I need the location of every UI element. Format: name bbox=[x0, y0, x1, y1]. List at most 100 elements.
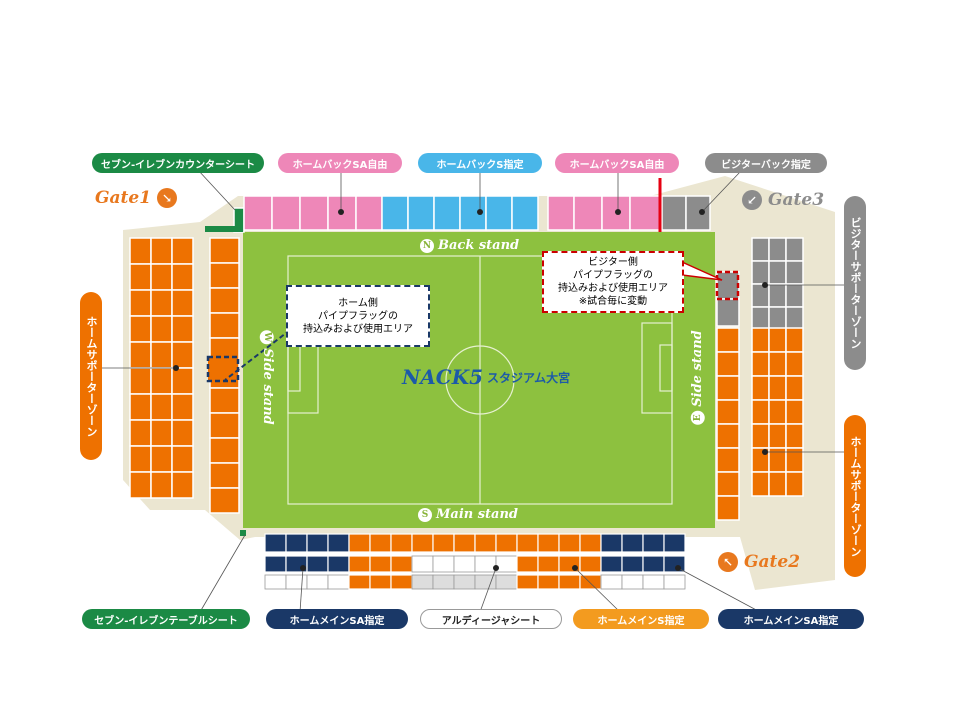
seat-block bbox=[558, 533, 581, 553]
seat-block bbox=[785, 351, 804, 377]
seat-block bbox=[716, 399, 740, 425]
seat-block bbox=[150, 315, 173, 343]
home-main-sa-right-label: ホームメインSA指定 bbox=[718, 609, 864, 629]
seat-block bbox=[768, 327, 787, 353]
seat-block bbox=[716, 447, 740, 473]
visitor-callout-line-1: ビジター側 bbox=[588, 257, 638, 268]
seat-block bbox=[432, 574, 455, 590]
seat-block bbox=[579, 555, 602, 573]
seat-block bbox=[171, 445, 194, 473]
home-main-sa-left-label: ホームメインSA指定 bbox=[266, 609, 408, 629]
seat-block bbox=[327, 574, 350, 590]
seat-block bbox=[209, 412, 240, 439]
leader-dots bbox=[173, 209, 768, 571]
seat-block bbox=[171, 315, 194, 343]
stadium-logo: NACK5 スタジアム大宮 bbox=[402, 365, 570, 389]
seven-table-seat-label: セブン-イレブンテーブルシート bbox=[82, 609, 250, 629]
visitor-callout-line-2: パイプフラッグの bbox=[573, 270, 653, 281]
seat-block bbox=[171, 263, 194, 291]
seat-block bbox=[785, 423, 804, 449]
seat-block bbox=[150, 341, 173, 369]
seat-block bbox=[768, 283, 787, 308]
seat-block bbox=[150, 393, 173, 421]
seat-block bbox=[285, 533, 308, 553]
arrow-up-left-icon: ↖ bbox=[718, 552, 738, 572]
seat-block bbox=[129, 367, 152, 395]
gate3-label: Gate3 bbox=[768, 190, 825, 210]
seat-block bbox=[369, 533, 392, 553]
seat-block bbox=[751, 327, 770, 353]
seat-block bbox=[495, 533, 518, 553]
seat-block bbox=[579, 574, 602, 590]
seat-block bbox=[129, 237, 152, 265]
seat-block bbox=[537, 574, 560, 590]
seat-block bbox=[209, 487, 240, 514]
seat-block bbox=[171, 237, 194, 265]
seat-block bbox=[306, 555, 329, 573]
home-callout-line-3: 持込みおよび使用エリア bbox=[303, 323, 413, 335]
seat-block bbox=[751, 399, 770, 425]
seat-block bbox=[600, 555, 623, 573]
seat-block bbox=[785, 260, 804, 285]
logo-text: スタジアム大宮 bbox=[487, 370, 571, 385]
home-callout-line-1: ホーム側 bbox=[338, 297, 378, 309]
seat-block bbox=[327, 533, 350, 553]
home-back-sa-right-label: ホームバックSA自由 bbox=[555, 153, 679, 173]
back-stand-text: Back stand bbox=[438, 238, 520, 253]
seat-block bbox=[348, 533, 371, 553]
seat-block bbox=[751, 351, 770, 377]
seat-block bbox=[516, 533, 539, 553]
seat-block bbox=[390, 533, 413, 553]
back-stand-letter: N bbox=[420, 238, 434, 253]
visitor-pipe-flag-callout: ビジター側 パイプフラッグの 持込みおよび使用エリア ※試合毎に変動 bbox=[542, 251, 684, 313]
home-supporter-zone-west-label: ホームサポーターゾーン bbox=[80, 292, 102, 460]
west-stand-label: W Side stand bbox=[260, 330, 275, 425]
west-stand-letter: W bbox=[260, 330, 275, 345]
seat-block bbox=[129, 445, 152, 473]
seat-block bbox=[716, 471, 740, 497]
seat-block bbox=[579, 533, 602, 553]
seat-block bbox=[432, 555, 455, 573]
seat-block bbox=[453, 555, 476, 573]
seat-block bbox=[768, 260, 787, 285]
seat-block bbox=[348, 555, 371, 573]
arrow-down-left-icon: ↙ bbox=[742, 190, 762, 210]
gate2-label: Gate2 bbox=[744, 552, 801, 572]
seat-block bbox=[390, 574, 413, 590]
seat-block bbox=[716, 375, 740, 401]
seat-block bbox=[785, 237, 804, 262]
seat-block bbox=[785, 375, 804, 401]
seat-block bbox=[516, 555, 539, 573]
east-stand-inner-seats bbox=[716, 271, 740, 521]
seat-block bbox=[129, 471, 152, 499]
main-stand-label: S Main stand bbox=[418, 507, 518, 522]
seat-block bbox=[751, 471, 770, 497]
seat-block bbox=[663, 574, 686, 590]
seat-block bbox=[768, 351, 787, 377]
seat-block bbox=[209, 262, 240, 289]
seat-block bbox=[171, 367, 194, 395]
seat-block bbox=[209, 437, 240, 464]
seat-block bbox=[768, 375, 787, 401]
seat-block bbox=[768, 399, 787, 425]
seat-block bbox=[785, 327, 804, 353]
seven-counter-seat-label: セブン-イレブンカウンターシート bbox=[92, 153, 264, 173]
seat-block bbox=[716, 298, 740, 327]
seat-block bbox=[751, 237, 770, 262]
seat-block bbox=[129, 263, 152, 291]
seat-block bbox=[558, 574, 581, 590]
seat-block bbox=[150, 471, 173, 499]
seat-block bbox=[453, 533, 476, 553]
home-main-s-label: ホームメインS指定 bbox=[573, 609, 709, 629]
seat-block bbox=[642, 555, 665, 573]
seat-block bbox=[768, 471, 787, 497]
seat-block bbox=[716, 327, 740, 353]
seat-block bbox=[327, 555, 350, 573]
seat-block bbox=[264, 574, 287, 590]
seat-block bbox=[129, 341, 152, 369]
seat-block bbox=[369, 555, 392, 573]
seat-block bbox=[621, 574, 644, 590]
home-back-s-label: ホームバックS指定 bbox=[418, 153, 542, 173]
seat-block bbox=[171, 419, 194, 447]
arrow-down-right-icon: ↘ bbox=[157, 188, 178, 208]
